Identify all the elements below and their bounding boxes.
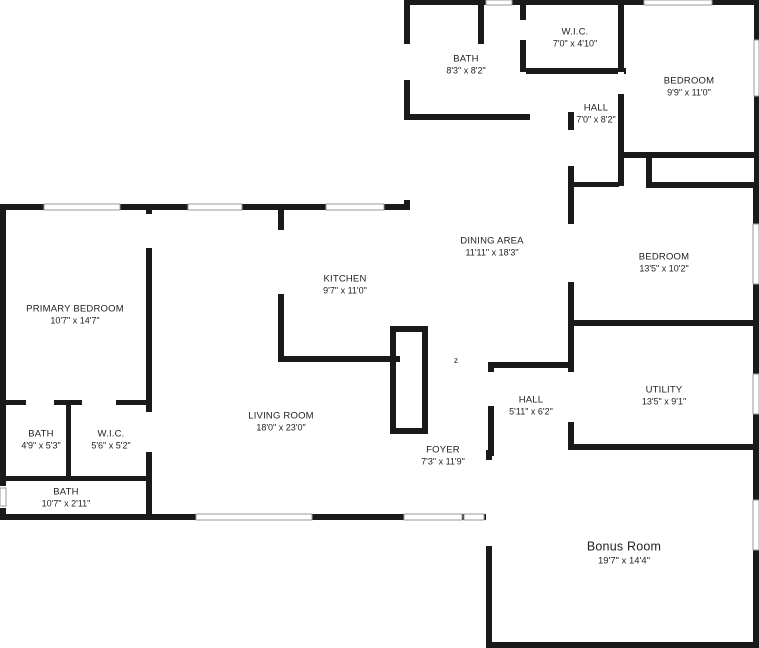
room-bedroom-east: BEDROOM 13'5" x 10'2" <box>639 251 690 274</box>
room-dimensions: 10'7" x 2'11" <box>41 498 91 509</box>
room-wic-top: W.I.C. 7'0" x 4'10" <box>553 26 597 49</box>
room-name: LIVING ROOM <box>248 410 314 422</box>
room-bath-primary: BATH 4'9" x 5'3" <box>21 428 60 451</box>
room-wic-primary: W.I.C. 5'6" x 5'2" <box>91 428 130 451</box>
room-name: BATH <box>453 53 479 65</box>
room-dimensions: 19'7" x 14'4" <box>597 554 651 566</box>
room-dimensions: 9'7" x 11'0" <box>323 285 367 296</box>
room-dimensions: 7'0" x 4'10" <box>552 38 598 49</box>
room-kitchen: KITCHEN 9'7" x 11'0" <box>323 273 367 296</box>
room-dining-area: DINING AREA 11'11" x 18'3" <box>460 235 523 258</box>
door-openings <box>0 20 624 546</box>
room-name: PRIMARY BEDROOM <box>26 303 124 315</box>
room-name: BEDROOM <box>663 75 715 87</box>
room-name: KITCHEN <box>323 273 367 285</box>
room-name: DINING AREA <box>460 235 524 247</box>
room-dimensions: 13'5" x 10'2" <box>639 263 689 274</box>
stair-marker: z <box>454 356 458 365</box>
room-dimensions: 10'7" x 14'7" <box>50 315 100 326</box>
room-dimensions: 13'5" x 9'1" <box>641 396 687 407</box>
windows <box>0 0 759 551</box>
room-dimensions: 7'0" x 8'2" <box>576 114 616 125</box>
room-name: HALL <box>583 102 609 114</box>
room-name: HALL <box>518 394 544 406</box>
room-utility: UTILITY 13'5" x 9'1" <box>642 384 686 407</box>
room-name: W.I.C. <box>561 26 589 38</box>
room-primary-bedroom: PRIMARY BEDROOM 10'7" x 14'7" <box>26 303 124 326</box>
room-bath-south: BATH 10'7" x 2'11" <box>42 486 91 509</box>
room-hall-north: HALL 7'0" x 8'2" <box>576 102 615 125</box>
room-living-room: LIVING ROOM 18'0" x 23'0" <box>248 410 314 433</box>
room-name: FOYER <box>426 444 460 456</box>
room-dimensions: 18'0" x 23'0" <box>256 422 306 433</box>
room-dimensions: 5'6" x 5'2" <box>91 440 131 451</box>
room-hall-center: HALL 5'11" x 6'2" <box>509 394 553 417</box>
room-name: Bonus Room <box>586 539 662 554</box>
room-foyer: FOYER 7'3" x 11'9" <box>421 444 465 467</box>
room-name: BATH <box>53 486 79 498</box>
room-bath-top: BATH 8'3" x 8'2" <box>446 53 485 76</box>
room-dimensions: 11'11" x 18'3" <box>465 247 519 258</box>
room-name: BEDROOM <box>638 251 690 263</box>
room-dimensions: 8'3" x 8'2" <box>446 65 486 76</box>
room-dimensions: 5'11" x 6'2" <box>509 406 553 417</box>
room-name: BATH <box>28 428 54 440</box>
room-name: W.I.C. <box>97 428 125 440</box>
room-dimensions: 9'9" x 11'0" <box>667 87 711 98</box>
room-bedroom-ne: BEDROOM 9'9" x 11'0" <box>664 75 715 98</box>
room-bonus-room: Bonus Room 19'7" x 14'4" <box>587 539 661 567</box>
room-name: UTILITY <box>645 384 683 396</box>
room-dimensions: 4'9" x 5'3" <box>21 440 61 451</box>
room-dimensions: 7'3" x 11'9" <box>421 456 465 467</box>
